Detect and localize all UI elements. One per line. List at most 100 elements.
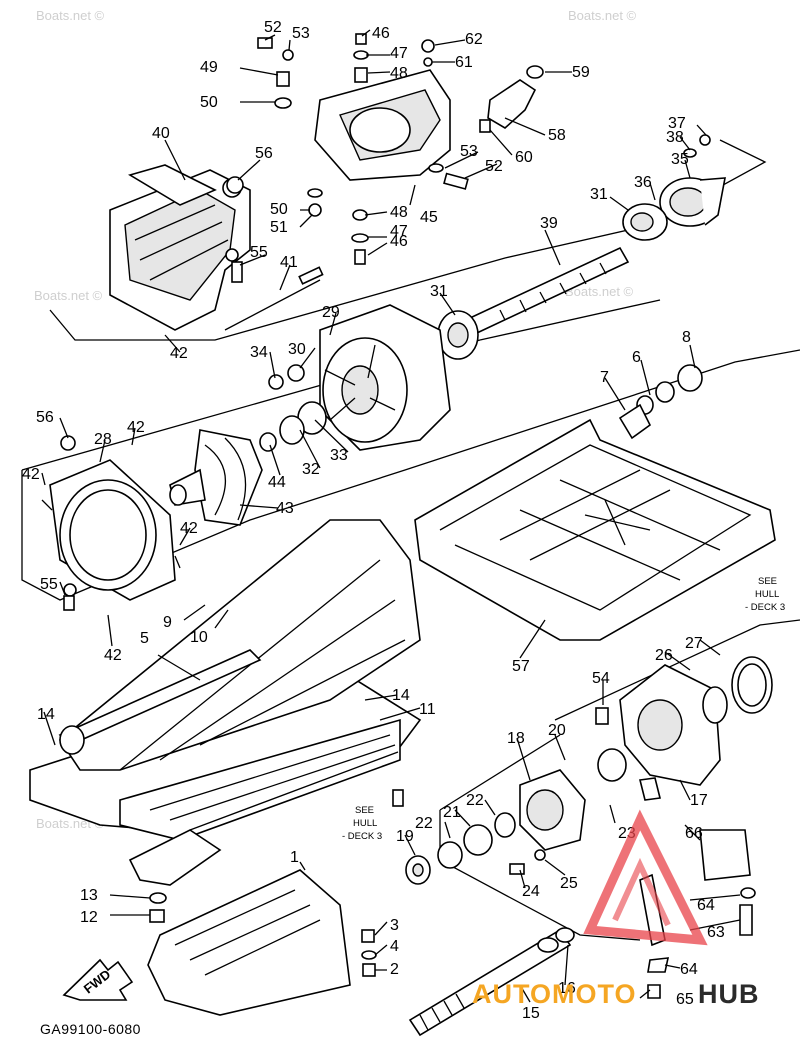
callout-label: 31 xyxy=(590,186,608,203)
callout-label: 42 xyxy=(104,647,122,664)
callout-label: 51 xyxy=(270,219,288,236)
callout-label: 9 xyxy=(163,614,172,631)
callout-label: 35 xyxy=(671,151,689,168)
callout-label: 24 xyxy=(522,883,540,900)
impeller xyxy=(169,429,263,526)
callout-label: 47 xyxy=(390,45,408,62)
callout-label: 42 xyxy=(170,345,188,362)
watermark: Boats.net © xyxy=(36,8,105,23)
callout-label: 39 xyxy=(540,215,558,232)
callout-label: 65 xyxy=(676,991,694,1008)
callout-label: 25 xyxy=(560,875,578,892)
brand-logo: AUTOMOTO HUB xyxy=(472,809,760,1009)
callout-label: 61 xyxy=(455,54,473,71)
callout-label: 18 xyxy=(507,730,525,747)
callout-label: 54 xyxy=(592,670,610,687)
callout-label: 29 xyxy=(322,304,340,321)
callout-label: 27 xyxy=(685,635,703,652)
callout-label: 43 xyxy=(276,500,294,517)
callout-label: 52 xyxy=(485,158,503,175)
callout-label: 56 xyxy=(255,145,273,162)
callout-label: 48 xyxy=(390,204,408,221)
pump-body xyxy=(29,519,422,886)
callout-label: 16 xyxy=(558,980,576,997)
see-hull-note: SEE HULL - DECK 3 xyxy=(342,805,382,842)
callout-label: 37 xyxy=(668,115,686,132)
callout-label: 26 xyxy=(655,647,673,664)
see-note-line: - DECK 3 xyxy=(342,831,382,842)
callout-label: 34 xyxy=(250,344,268,361)
pump-cover xyxy=(147,869,377,1016)
callout-label: 3 xyxy=(390,917,399,934)
callout-label: 66 xyxy=(685,825,703,842)
callout-label: 52 xyxy=(264,19,282,36)
callout-label: 38 xyxy=(666,129,684,146)
callout-label: 53 xyxy=(292,25,310,42)
callout-label: 11 xyxy=(419,701,436,718)
brand-name-part2: HUB xyxy=(698,979,760,1009)
brand-name-part1: AUTOMOTO xyxy=(472,979,637,1009)
bearing-housing-top xyxy=(622,177,726,241)
callout-label: 30 xyxy=(288,341,306,358)
callout-label: 4 xyxy=(390,938,399,955)
callout-label: 42 xyxy=(180,520,198,537)
callout-label: 1 xyxy=(290,849,299,866)
callout-label: 55 xyxy=(250,244,268,261)
callout-label: 48 xyxy=(390,65,408,82)
callout-label: 10 xyxy=(190,629,208,646)
callout-label: 47 xyxy=(390,223,408,240)
callout-label: 13 xyxy=(80,887,98,904)
callout-label: 5 xyxy=(140,630,149,647)
callout-label: 46 xyxy=(390,233,408,250)
see-note-line: HULL xyxy=(353,818,377,829)
callout-label: 57 xyxy=(512,658,530,675)
callout-label: 53 xyxy=(460,143,478,160)
callout-label: 6 xyxy=(632,349,641,366)
callout-label: 45 xyxy=(420,209,438,226)
intake-grate xyxy=(414,364,776,641)
callout-label: 22 xyxy=(466,792,484,809)
pump-ring xyxy=(49,435,176,611)
watermark: Boats.net © xyxy=(565,284,634,299)
lower-hardware xyxy=(405,656,773,947)
callout-label: 58 xyxy=(548,127,566,144)
callout-label: 49 xyxy=(200,59,218,76)
callout-label: 28 xyxy=(94,431,112,448)
callout-label: 15 xyxy=(522,1005,540,1022)
callout-label: 12 xyxy=(80,909,98,926)
callout-label: 2 xyxy=(390,961,399,978)
callout-label: 33 xyxy=(330,447,348,464)
callout-label: 64 xyxy=(697,897,715,914)
callout-label: 42 xyxy=(127,419,145,436)
callout-label: 20 xyxy=(548,722,566,739)
callout-label: 63 xyxy=(707,924,725,941)
callout-label: 32 xyxy=(302,461,320,478)
steering-nozzle xyxy=(314,65,544,181)
callout-label: 40 xyxy=(152,125,170,142)
callout-label: 46 xyxy=(372,25,390,42)
callout-label: 64 xyxy=(680,961,698,978)
callout-label: 14 xyxy=(392,687,410,704)
callout-label: 42 xyxy=(22,466,40,483)
callout-label: 44 xyxy=(268,474,286,491)
callout-label: 19 xyxy=(396,828,414,845)
callout-label: 14 xyxy=(37,706,55,723)
see-note-line: SEE xyxy=(758,576,777,587)
callout-label: 21 xyxy=(443,804,461,821)
callout-label: 60 xyxy=(515,149,533,166)
watermark: Boats.net © xyxy=(568,8,637,23)
small-hardware-top xyxy=(226,33,711,283)
callout-label: 59 xyxy=(572,64,590,81)
leader-lines xyxy=(41,29,741,1003)
callout-label: 50 xyxy=(200,94,218,111)
callout-label: 50 xyxy=(270,201,288,218)
diagram-code: GA99100-6080 xyxy=(40,1021,141,1037)
callout-label: 31 xyxy=(430,283,448,300)
watermark: Boats.net © xyxy=(34,288,103,303)
drive-shaft-lower xyxy=(408,927,670,1037)
see-note-line: HULL xyxy=(755,589,779,600)
intake-housing xyxy=(109,164,324,331)
see-note-line: - DECK 3 xyxy=(745,602,785,613)
callout-label: 41 xyxy=(280,254,298,271)
